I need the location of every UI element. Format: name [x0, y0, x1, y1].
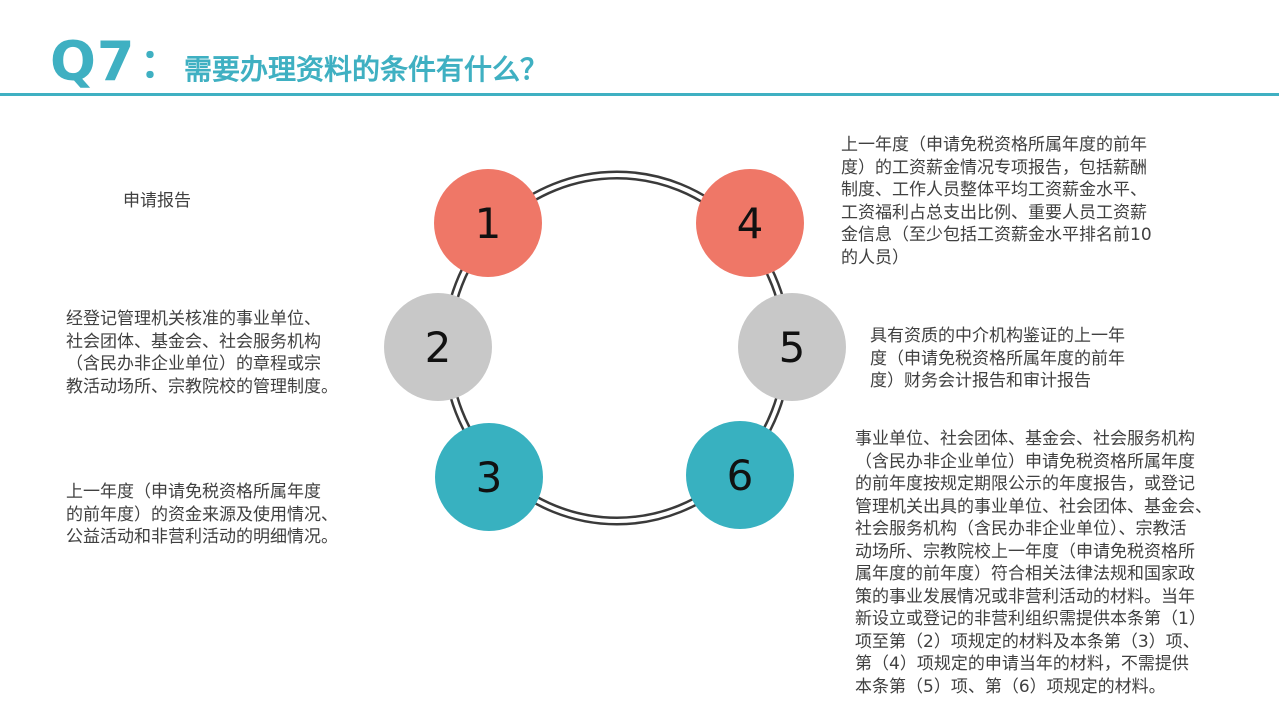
text-line: 属年度的前年度）符合相关法律法规和国家政	[855, 564, 1195, 584]
text-line: 公益活动和非营利活动的明细情况。	[66, 527, 338, 547]
step-node-4: 4	[696, 169, 804, 277]
page-title: 需要办理资料的条件有什么？	[184, 53, 549, 86]
text-line: 本条第（5）项、第（6）项规定的材料。	[855, 676, 1166, 697]
item-text-1: 申请报告	[123, 190, 191, 213]
text-line: 申请报告	[123, 191, 191, 211]
text-line: 的人员）	[841, 247, 909, 268]
step-node-label: 3	[475, 452, 503, 502]
step-node-label: 6	[726, 450, 754, 500]
step-node-label: 2	[424, 322, 452, 372]
question-number: Q7	[50, 30, 136, 93]
text-line: 的前年度按规定期限公示的年度报告，或登记	[855, 474, 1195, 494]
text-line: 的前年度）的资金来源及使用情况、	[66, 504, 338, 525]
text-line: 社会服务机构（含民办非企业单位）、宗教活	[855, 519, 1187, 539]
item-text-5: 具有资质的中介机构鉴证的上一年 度（申请免税资格所属年度的前年 度）财务会计报告…	[870, 325, 1125, 393]
text-line: （含民办非企业单位）申请免税资格所属年度	[855, 451, 1195, 472]
text-line: 项至第（2）项规定的材料及本条第（3）项、	[855, 631, 1200, 652]
text-line: 度（申请免税资格所属年度的前年	[870, 348, 1125, 369]
item-text-6: 事业单位、社会团体、基金会、社会服务机构 （含民办非企业单位）申请免税资格所属年…	[855, 428, 1212, 698]
text-line: 管理机关出具的事业单位、社会团体、基金会、	[855, 496, 1212, 517]
step-node-label: 1	[474, 198, 502, 248]
item-text-3: 上一年度（申请免税资格所属年度 的前年度）的资金来源及使用情况、 公益活动和非营…	[66, 481, 338, 549]
step-node-2: 2	[384, 293, 492, 401]
text-line: 度）财务会计报告和审计报告	[870, 371, 1091, 391]
text-line: 经登记管理机关核准的事业单位、	[66, 309, 321, 329]
text-line: 具有资质的中介机构鉴证的上一年	[870, 326, 1125, 346]
step-node-6: 6	[686, 421, 794, 529]
item-text-2: 经登记管理机关核准的事业单位、 社会团体、基金会、社会服务机构 （含民办非企业单…	[66, 308, 338, 398]
step-node-label: 5	[778, 322, 806, 372]
step-node-5: 5	[738, 293, 846, 401]
text-line: 策的事业发展情况或非营利活动的材料。当年	[855, 586, 1195, 607]
title-colon: ：	[140, 41, 180, 87]
title-underline	[0, 93, 1279, 96]
text-line: 度）的工资薪金情况专项报告，包括薪酬	[841, 157, 1147, 178]
text-line: 第（4）项规定的申请当年的材料，不需提供	[855, 654, 1189, 674]
text-line: 新设立或登记的非营利组织需提供本条第（1）	[855, 609, 1206, 629]
text-line: （含民办非企业单位）的章程或宗	[66, 354, 321, 374]
text-line: 教活动场所、宗教院校的管理制度。	[66, 376, 338, 397]
item-text-4: 上一年度（申请免税资格所属年度的前年 度）的工资薪金情况专项报告，包括薪酬 制度…	[841, 134, 1152, 269]
text-line: 动场所、宗教院校上一年度（申请免税资格所	[855, 541, 1195, 562]
step-node-3: 3	[435, 423, 543, 531]
step-node-label: 4	[736, 198, 764, 248]
text-line: 事业单位、社会团体、基金会、社会服务机构	[855, 429, 1195, 449]
text-line: 制度、工作人员整体平均工资薪金水平、	[841, 180, 1147, 200]
step-node-1: 1	[434, 169, 542, 277]
text-line: 上一年度（申请免税资格所属年度的前年	[841, 135, 1147, 155]
text-line: 工资福利占总支出比例、重要人员工资薪	[841, 202, 1147, 223]
text-line: 金信息（至少包括工资薪金水平排名前10	[841, 225, 1152, 245]
text-line: 社会团体、基金会、社会服务机构	[66, 331, 321, 352]
text-line: 上一年度（申请免税资格所属年度	[66, 482, 321, 502]
